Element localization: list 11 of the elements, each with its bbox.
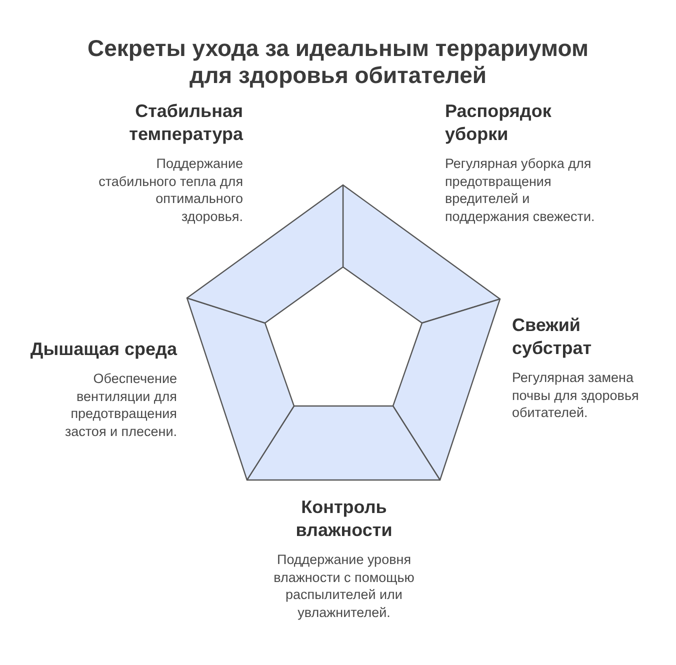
section-heading: Стабильная температура — [128, 100, 243, 146]
description: Регулярная замена почвы для здоровья обитателей. — [512, 369, 640, 422]
section-heading: Распорядок уборки — [445, 100, 552, 146]
section-heading: Дышащая среда — [29, 338, 177, 361]
description: Обеспечение вентиляции для предотвращения застоя и плесени. — [64, 370, 177, 440]
section-heading: Контроль влажности — [294, 496, 394, 542]
section-heading: Свежий субстрат — [512, 314, 593, 360]
description: Поддержание уровня влажности с помощью распылителей или увлажнителей. — [272, 551, 416, 621]
description: Регулярная уборка для предотвращения вредителей и поддержания свежести. — [445, 155, 596, 225]
title: Секреты ухода за идеальным террариумом для здоровья обитателей — [86, 35, 590, 89]
description: Поддержание стабильного тепла для оптимального здоровья. — [98, 155, 243, 225]
